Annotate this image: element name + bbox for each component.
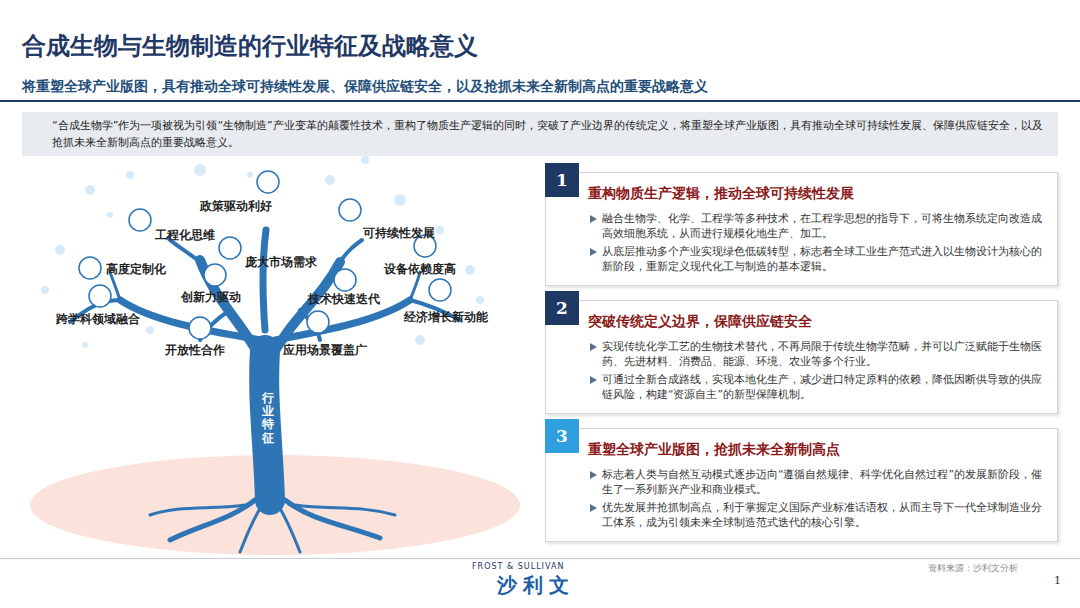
- badge-number: 2: [556, 298, 568, 318]
- panel-heading: 重塑全球产业版图，抢抓未来全新制高点: [588, 441, 1045, 459]
- slide-title: 合成生物与生物制造的行业特征及战略意义: [22, 30, 478, 62]
- feature-label: 技术快速迭代: [308, 292, 380, 307]
- panel-bullet: 优先发展并抢抓制高点，利于掌握定义国际产业标准话语权，从而主导下一代全球制造业分…: [588, 500, 1045, 530]
- number-badge: 2: [545, 291, 579, 325]
- strategy-panel: 重构物质生产逻辑，推动全球可持续性发展融合生物学、化学、工程学等多种技术，在工程…: [545, 172, 1058, 286]
- panel-bullet: 可通过全新合成路线，实现本地化生产，减少进口特定原料的依赖，降低因断供导致的供应…: [588, 372, 1045, 402]
- bullet-arrow: [590, 376, 598, 384]
- trunk-label: 行业特征: [262, 392, 274, 445]
- subtitle: 将重塑全球产业版图，具有推动全球可持续性发展、保障供应链安全，以及抢抓未来全新制…: [22, 78, 708, 96]
- panel-heading: 突破传统定义边界，保障供应链安全: [588, 313, 1045, 331]
- page-number: 1: [1054, 574, 1061, 587]
- number-badge: 3: [545, 419, 579, 453]
- brand-en: FROST & SULLIVAN: [472, 562, 564, 571]
- feature-label: 开放性合作: [165, 343, 225, 358]
- feature-label: 庞大市场需求: [245, 255, 317, 270]
- feature-label: 设备依赖度高: [384, 262, 456, 277]
- feature-label: 经济增长新动能: [404, 310, 488, 325]
- badge-number: 3: [556, 426, 568, 446]
- feature-label: 应用场景覆盖广: [283, 343, 367, 358]
- feature-label: 创新力驱动: [181, 290, 241, 305]
- intro-text: “合成生物学”作为一项被视为引领“生物制造”产业变革的颠覆性技术，重构了物质生产…: [52, 117, 1046, 151]
- intro-box: “合成生物学”作为一项被视为引领“生物制造”产业变革的颠覆性技术，重构了物质生产…: [22, 112, 1058, 156]
- feature-label: 政策驱动利好: [200, 199, 272, 214]
- feature-label: 跨学科领域融合: [56, 312, 140, 327]
- panel-bullet: 实现传统化学工艺的生物技术替代，不再局限于传统生物学范畴，并可以广泛赋能于生物医…: [588, 339, 1045, 369]
- bullet-arrow: [590, 215, 598, 223]
- feature-label: 高度定制化: [106, 262, 166, 277]
- bullet-arrow: [590, 248, 598, 256]
- strategy-panel: 突破传统定义边界，保障供应链安全实现传统化学工艺的生物技术替代，不再局限于传统生…: [545, 300, 1058, 414]
- brand-cn: 沙利文: [497, 572, 575, 599]
- panel-bullet: 从底层推动多个产业实现绿色低碳转型，标志着全球工业生产范式进入以生物设计为核心的…: [588, 244, 1045, 274]
- number-badge: 1: [545, 163, 579, 197]
- panel-heading: 重构物质生产逻辑，推动全球可持续性发展: [588, 185, 1045, 203]
- panel-bullet: 标志着人类与自然互动模式逐步迈向“遵循自然规律、科学优化自然过程”的发展新阶段，…: [588, 467, 1045, 497]
- strategy-panel: 重塑全球产业版图，抢抓未来全新制高点标志着人类与自然互动模式逐步迈向“遵循自然规…: [545, 428, 1058, 542]
- bullet-arrow: [590, 343, 598, 351]
- panel-bullet: 融合生物学、化学、工程学等多种技术，在工程学思想的指导下，可将生物系统定向改造成…: [588, 211, 1045, 241]
- bullet-arrow: [590, 471, 598, 479]
- source-note: 资料来源：沙利文分析: [928, 562, 1018, 575]
- bullet-arrow: [590, 504, 598, 512]
- feature-label: 工程化思维: [155, 228, 215, 243]
- feature-label: 可持续性发展: [363, 226, 435, 241]
- badge-number: 1: [556, 170, 568, 190]
